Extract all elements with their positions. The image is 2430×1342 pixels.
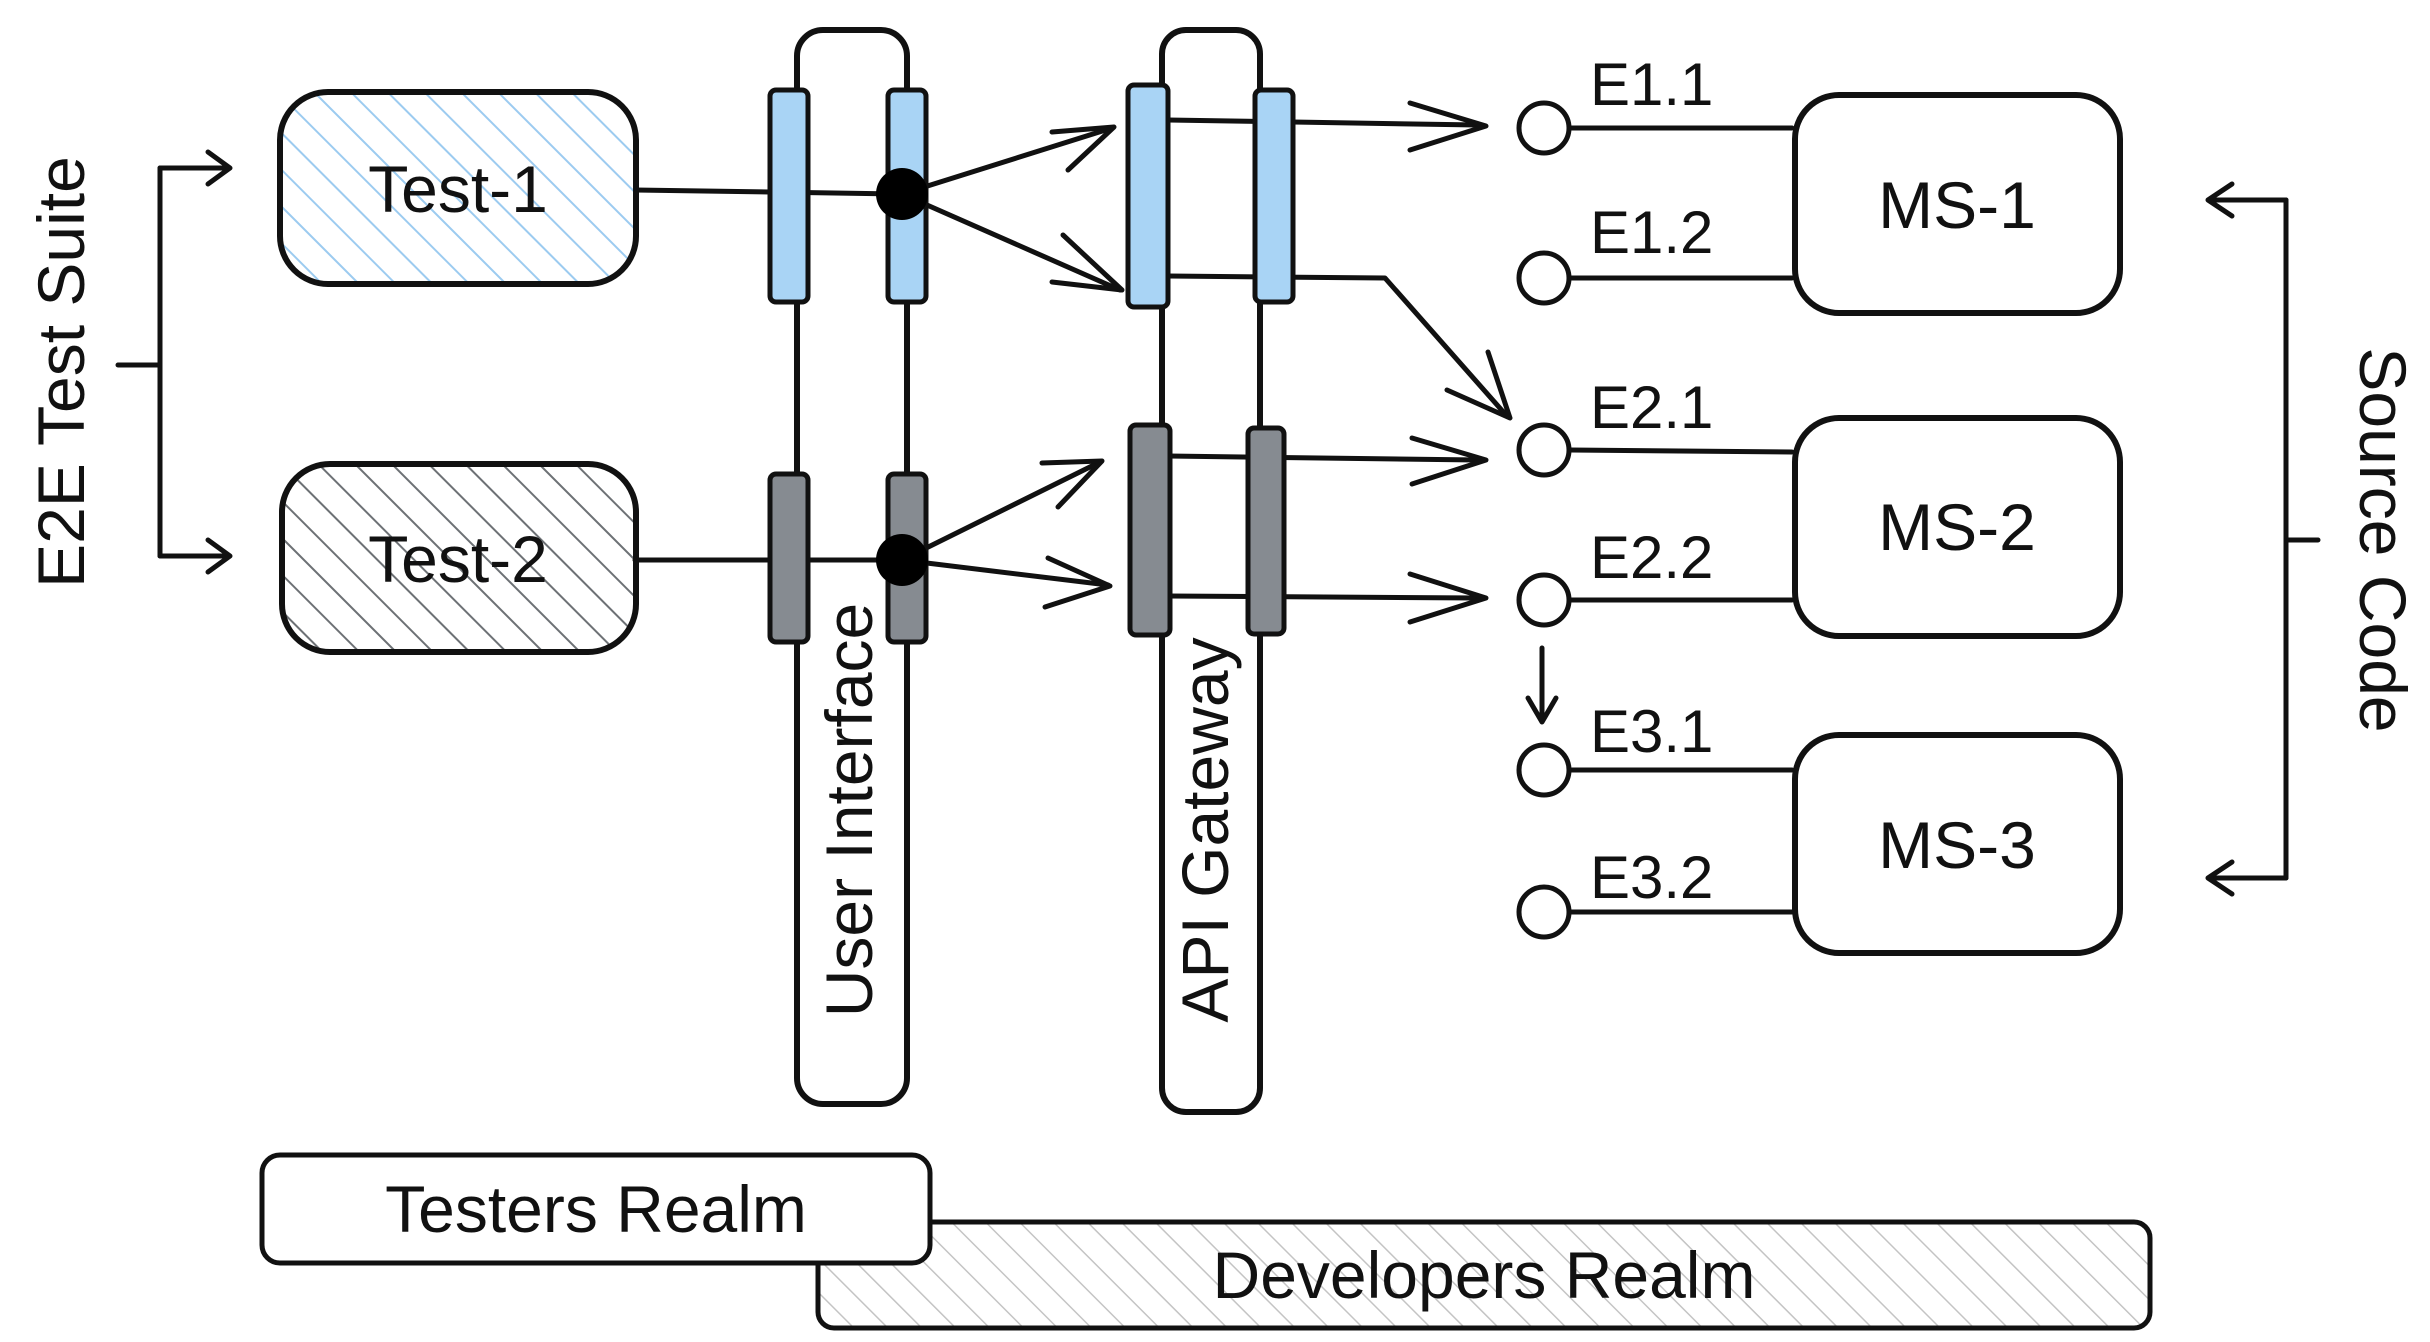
endpoint-e1-1-label: E1.1 (1590, 51, 1713, 118)
endpoint-e2-1-label: E2.1 (1590, 374, 1713, 441)
gateway-port-out-test-1 (1252, 87, 1296, 305)
endpoint-e3-2 (1516, 884, 1572, 940)
testers-realm: Testers Realm (259, 1152, 933, 1266)
user-interface-label: User Interface (812, 603, 886, 1018)
test-2-label: Test-2 (368, 522, 548, 596)
endpoint-links (1525, 125, 1795, 915)
endpoint-e2-2-label: E2.2 (1590, 524, 1713, 591)
source-label: Source Code (2346, 347, 2420, 732)
test-1-box: Test-1 (277, 89, 639, 287)
endpoint-e1-2-label: E1.2 (1590, 199, 1713, 266)
endpoint-e3-1-label: E3.1 (1590, 698, 1713, 765)
suite-label: E2E Test Suite (24, 156, 98, 588)
ui-junction-test-1 (876, 168, 928, 220)
ui-ports (767, 87, 929, 645)
endpoint-e3-1 (1516, 742, 1572, 798)
endpoint-e1-1 (1516, 100, 1572, 156)
gateway-port-out-test-2 (1245, 425, 1287, 637)
service-ms-1: MS-1 (1792, 92, 2123, 316)
service-ms-3: MS-3 (1792, 732, 2123, 956)
test-2-box: Test-2 (279, 461, 639, 655)
test-2-flow (632, 435, 1489, 625)
gateway-ports (1125, 82, 1296, 638)
ui-port-in-test-1 (767, 87, 811, 305)
endpoint-e3-2-label: E3.2 (1590, 844, 1713, 911)
ui-junction-test-2 (876, 534, 928, 586)
gateway-port-in-test-1 (1125, 82, 1171, 310)
test-1-label: Test-1 (368, 152, 548, 226)
service-ms-2: MS-2 (1792, 415, 2123, 639)
source-bracket (2205, 181, 2321, 897)
gateway-port-in-test-2 (1127, 422, 1173, 638)
endpoints: E1.1 E1.2 E2.1 E2.2 E3.1 E3.2 (1516, 51, 1713, 940)
suite-bracket (115, 149, 233, 575)
developers-realm-label: Developers Realm (1213, 1238, 1756, 1312)
service-ms-3-label: MS-3 (1878, 808, 2036, 882)
endpoint-e2-2 (1516, 572, 1572, 628)
ui-port-in-test-2 (767, 471, 811, 645)
endpoint-e1-2 (1516, 250, 1572, 306)
endpoint-e2-1 (1516, 422, 1572, 478)
api-gateway-label: API Gateway (1168, 637, 1242, 1022)
testers-realm-label: Testers Realm (385, 1172, 807, 1246)
service-ms-1-label: MS-1 (1878, 168, 2036, 242)
test-1-flow (632, 100, 1513, 421)
service-ms-2-label: MS-2 (1878, 490, 2036, 564)
developers-realm: Developers Realm (815, 1219, 2153, 1331)
